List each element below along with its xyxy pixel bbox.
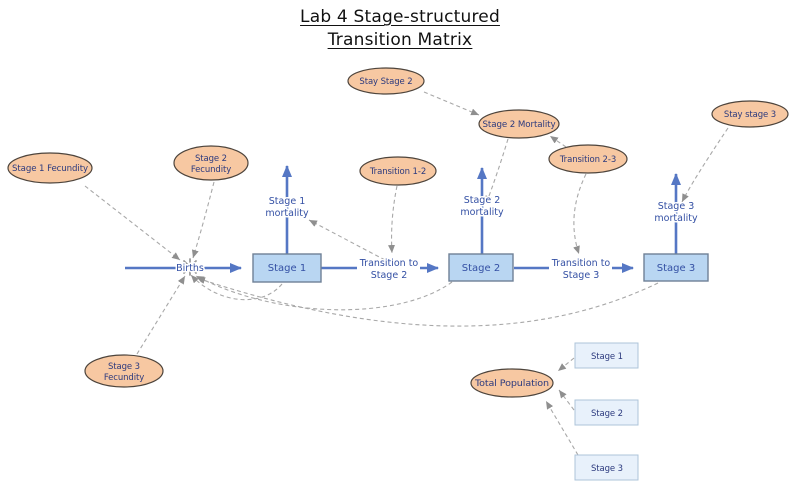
summary-box-stage-2[interactable]	[574, 399, 639, 426]
converter-stay-stage2[interactable]	[347, 67, 425, 95]
flow-stage2-mortality-label2[interactable]: mortality	[459, 206, 506, 220]
summary-box-stage-1[interactable]	[574, 342, 639, 369]
link-transition-2-3-to-transition23-flow[interactable]	[573, 173, 587, 255]
converter-transition-1-2[interactable]	[359, 156, 437, 186]
link-transition12-to-stage1-mortality[interactable]	[308, 219, 386, 261]
summary-box-stage-2-label: Stage 2	[591, 409, 623, 419]
converter-transition-2-3-label: Transition 2-3	[559, 155, 616, 165]
stock-stage-1[interactable]	[252, 253, 322, 283]
diagram-title: Lab 4 Stage-structured Transition Matrix	[0, 6, 800, 52]
converter-stage2-fecundity[interactable]	[173, 145, 249, 181]
summary-box-stage-1-label: Stage 1	[591, 352, 623, 362]
link-summary-stage2-to-total-population[interactable]	[558, 389, 575, 411]
converter-stay-stage3-label: Stay stage 3	[724, 110, 776, 120]
stock-stage-2-label: Stage 2	[462, 263, 500, 274]
link-stay-stage2-to-stage2-mortality[interactable]	[423, 91, 480, 116]
converter-total-population[interactable]	[470, 368, 554, 398]
converter-stage2-fecundity-label2: Fecundity	[191, 165, 231, 175]
flow-births-label[interactable]: Births	[175, 262, 206, 276]
link-transition-1-2-to-transition12-flow[interactable]	[388, 185, 398, 254]
converter-stage2-mortality[interactable]	[478, 109, 560, 139]
link-summary-stage1-to-total-population[interactable]	[557, 357, 575, 372]
converter-stay-stage3[interactable]	[711, 100, 789, 128]
converter-stage2-mortality-label: Stage 2 Mortality	[483, 120, 556, 130]
converter-stage3-fecundity-label1: Stage 3	[108, 362, 140, 372]
stock-stage-1-label: Stage 1	[268, 263, 306, 274]
converter-transition-1-2-label: Transition 1-2	[369, 167, 426, 177]
converter-stage1-fecundity[interactable]	[7, 152, 93, 184]
link-stage3-stock-to-births[interactable]	[196, 277, 659, 327]
diagram-title-line1: Lab 4 Stage-structured	[300, 7, 500, 27]
link-stage2-mortality-to-mortality-flow[interactable]	[485, 138, 509, 205]
converter-transition-2-3[interactable]	[548, 144, 628, 174]
summary-box-stage-3[interactable]	[574, 454, 639, 481]
converter-stage3-fecundity-label2: Fecundity	[104, 373, 144, 383]
flow-transition12-label2[interactable]: Stage 2	[369, 269, 409, 283]
converter-total-population-label: Total Population	[474, 379, 549, 389]
link-stage2-stock-to-births[interactable]	[195, 275, 453, 311]
link-stage1-stock-to-births[interactable]	[190, 274, 283, 301]
summary-box-stage-3-label: Stage 3	[591, 464, 623, 474]
flow-stage1-mortality-label1[interactable]: Stage 1	[267, 195, 307, 209]
link-stage1-fecundity-to-births[interactable]	[84, 185, 181, 261]
flow-transition12-label1[interactable]: Transition to	[357, 257, 420, 271]
link-stage3-fecundity-to-births[interactable]	[136, 275, 186, 355]
stock-stage-3[interactable]	[643, 253, 709, 282]
flow-transition23-label1[interactable]: Transition to	[549, 257, 612, 271]
stock-stage-2[interactable]	[448, 253, 514, 282]
converter-stage1-fecundity-label: Stage 1 Fecundity	[12, 164, 88, 174]
flow-transition23-label2[interactable]: Stage 3	[561, 269, 601, 283]
link-stay-stage3-to-mortality3-flow[interactable]	[681, 127, 729, 203]
births-link-junction-icon	[181, 258, 199, 276]
link-stage2-fecundity-to-births[interactable]	[191, 181, 215, 259]
link-transition-2-3-to-stage2-mortality[interactable]	[549, 135, 567, 148]
converter-stay-stage2-label: Stay Stage 2	[359, 77, 412, 87]
flow-stage3-mortality-label1[interactable]: Stage 3	[656, 200, 696, 214]
flow-stage3-mortality-label2[interactable]: mortality	[653, 212, 700, 226]
flow-stage2-mortality-label1[interactable]: Stage 2	[462, 194, 502, 208]
converter-stage2-fecundity-label1: Stage 2	[195, 154, 227, 164]
diagram-title-line2: Transition Matrix	[327, 30, 473, 50]
link-summary-stage3-to-total-population[interactable]	[545, 400, 579, 456]
stock-stage-3-label: Stage 3	[657, 263, 695, 274]
flow-stage1-mortality-label2[interactable]: mortality	[264, 207, 311, 221]
converter-stage3-fecundity[interactable]	[84, 354, 164, 388]
